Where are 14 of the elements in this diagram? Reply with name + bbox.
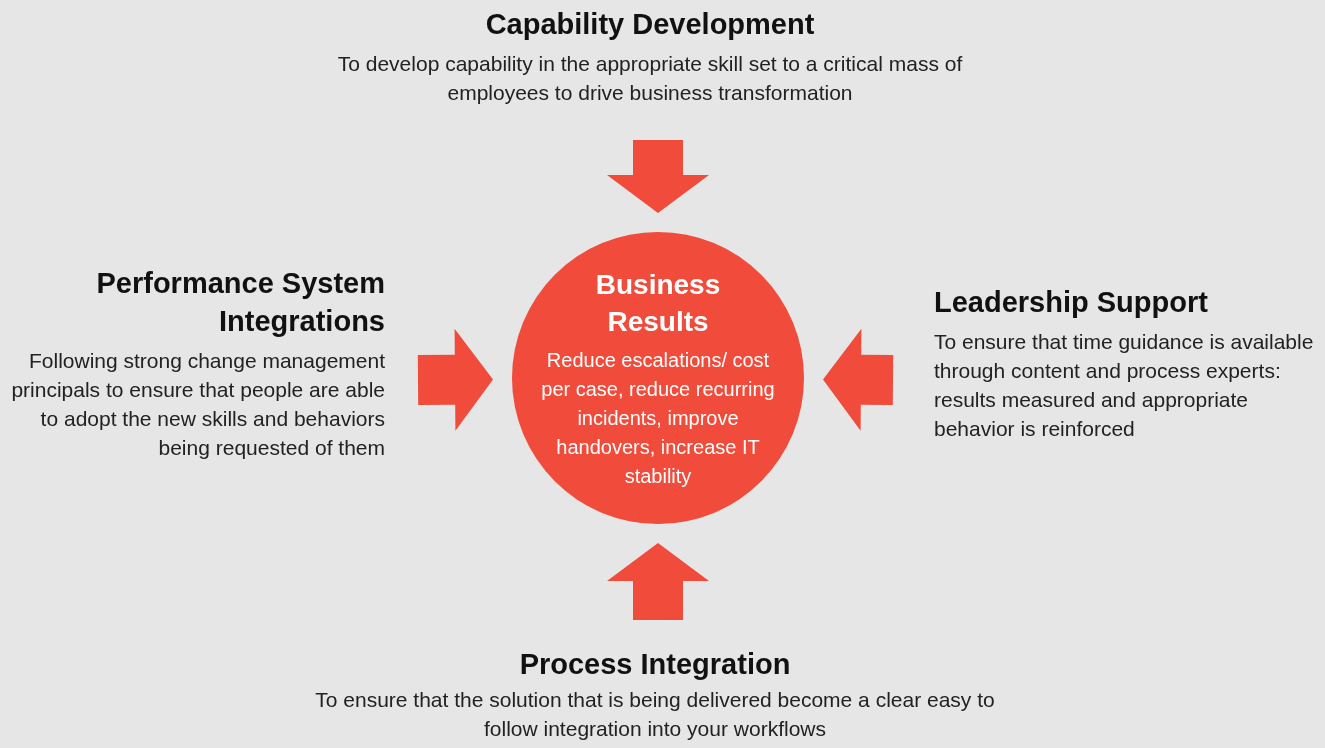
block-arrow (823, 328, 894, 431)
block-arrow (607, 543, 709, 620)
section-heading: Process Integration (519, 647, 791, 682)
circle-heading: Business Results (594, 267, 722, 339)
section-heading: Capability Development (485, 7, 815, 42)
section-description: To ensure that time guidance is available through content and process experts: results measured and appropriate behavior is reinforced (934, 329, 1315, 442)
block-arrow (417, 328, 493, 431)
section-description: To ensure that the solution that is being delivered become a clear easy to follow integration into your workflows (314, 687, 996, 742)
block-arrow (607, 140, 709, 213)
circle-text: Reduce escalations/ cost per case, reduce recurring incidents, improve handovers, increase IT stability (540, 347, 776, 489)
section-heading: Performance System Integrations (95, 266, 385, 339)
section-description: To develop capability in the appropriate skill set to a critical mass of employees to drive business transformation (336, 51, 964, 106)
section-description: Following strong change management principals to ensure that people are able to adopt the new skills and behaviors being requested of them (10, 348, 385, 461)
section-heading: Leadership Support (934, 285, 1208, 320)
